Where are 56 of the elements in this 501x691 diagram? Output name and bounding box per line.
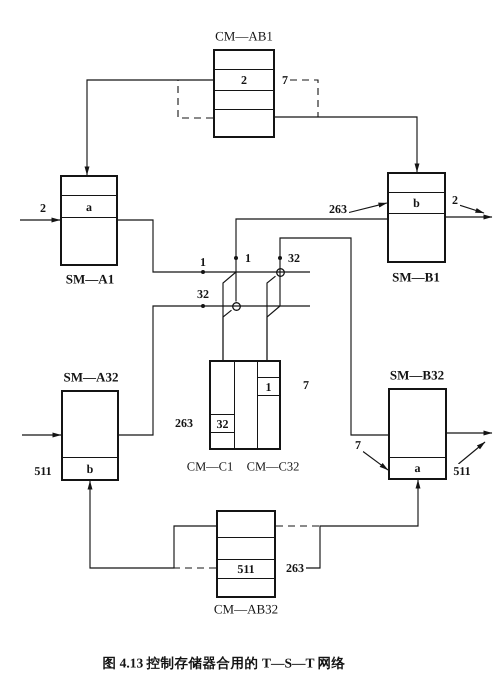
number-label: 7 [303,378,309,392]
arrow [22,432,62,438]
number-label: 263 [175,416,193,430]
arrow [84,79,213,176]
number-label: 263 [284,561,306,575]
arrow [275,116,420,172]
memory-cell: a [390,457,445,478]
caption: 图 4.13 控制存储器合用的 T—S—T 网络 [102,654,346,672]
control-line [222,310,232,360]
crosspoint-circle [232,302,240,310]
leader-arrow [362,451,388,470]
memory-label: CM—C1 [186,460,234,474]
memory-label: SM—B1 [392,270,440,284]
connector-line [279,237,388,436]
memory-cell: 32 [211,414,234,432]
memory-cell: b [63,457,117,479]
edge-label: 1 [245,251,251,265]
memory-label: SM—A1 [66,272,114,286]
arrow [20,218,60,222]
connector-line [118,219,310,273]
connector-line [119,305,310,436]
memory-label: SM—B32 [390,368,444,382]
memory-label: SM—A32 [64,370,118,384]
edge-label: 32 [197,287,209,301]
edge-label: 1 [200,255,206,269]
arrow [306,480,420,569]
number-label: 2 [450,193,460,207]
dashed-line [174,567,216,569]
memory-cell: b [389,192,444,213]
number-label: 511 [34,464,52,478]
leader-arrow [458,442,486,464]
memory-cell: 1 [258,377,279,395]
memory-label: CM—AB32 [214,602,278,616]
memory-column [235,360,257,450]
edge-label: 2 [40,201,46,215]
memory-cell: a [62,195,116,217]
number-label: 511 [451,464,473,478]
memory-cell: 2 [215,69,273,90]
number-label: 263 [327,202,349,216]
leader-arrow [348,202,388,214]
number-label: 7 [353,438,363,452]
memory-cell: 511 [218,559,274,578]
memory-label: CM—C32 [246,460,300,474]
leader-arrow [460,204,484,214]
number-label: 7 [280,73,290,87]
connector-line [235,218,387,302]
dashed-line [290,79,319,117]
memory-label: CM—AB1 [215,28,273,44]
crosspoint-circle [276,268,284,276]
control-line [266,306,280,360]
arrow [447,430,492,436]
arrow [88,480,216,569]
dashed-line [276,525,320,527]
dashed-line [177,80,213,119]
edge-label: 32 [288,251,300,265]
arrow [446,214,492,220]
